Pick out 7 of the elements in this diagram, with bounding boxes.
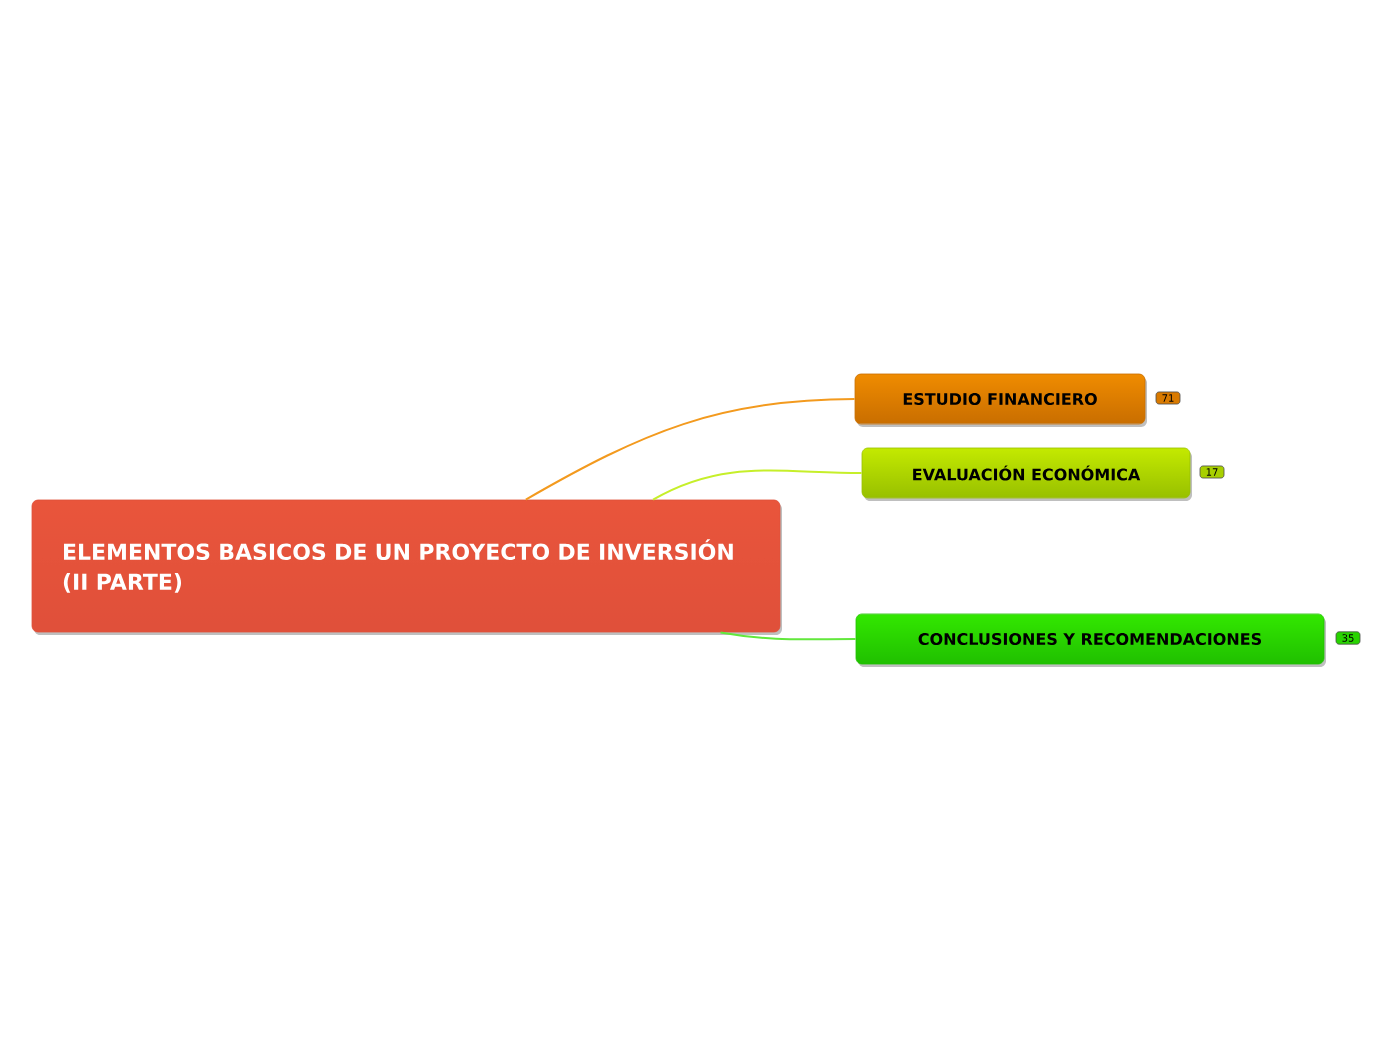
branch-line [652,469,863,501]
topic-box: EVALUACIÓN ECONÓMICA [861,447,1192,501]
branch-line [524,398,856,501]
topic-box: ELEMENTOS BASICOS DE UN PROYECTO DE INVERSIÓN (II PARTE) [31,499,782,635]
topic-box: ESTUDIO FINANCIERO [854,373,1147,427]
branch-line [719,631,857,641]
topic-box: CONCLUSIONES Y RECOMENDACIONES [855,613,1326,667]
